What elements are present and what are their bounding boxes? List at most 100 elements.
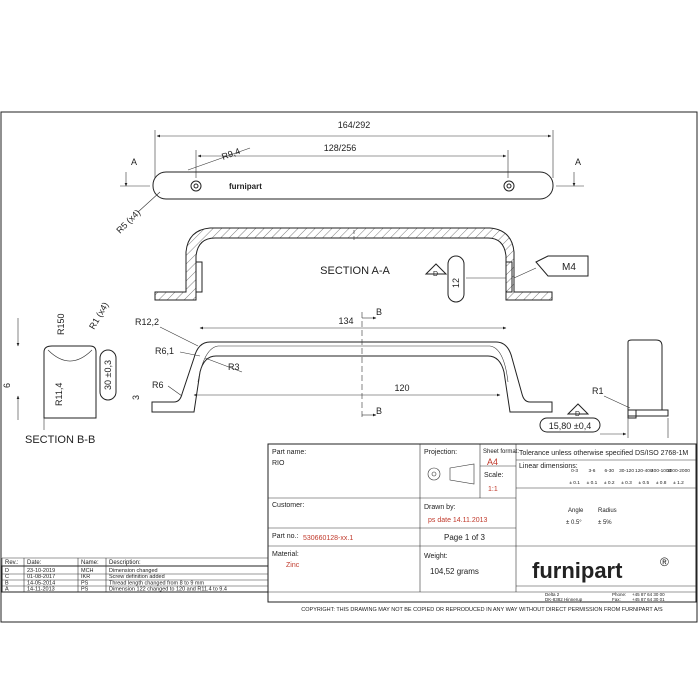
tolerance-value: ± 0.8 [656, 480, 667, 486]
radius-value: ± 5% [598, 520, 612, 526]
revision-cell: A [5, 587, 9, 593]
tolerance-range: 120-400 [635, 468, 653, 474]
revision-cell: Dimension 122 changed to 120 and R11.4 t… [109, 587, 227, 593]
tolerance-range: 400-1000 [651, 468, 672, 474]
dim-r150: R150 [56, 313, 66, 335]
linear-label: Linear dimensions: [519, 463, 578, 470]
dim-3: 3 [131, 395, 141, 400]
tolerance-value: ± 1.2 [673, 480, 684, 486]
revision-cell: 14-05-2014 [27, 580, 55, 586]
tolerance-value: ± 0.3 [621, 480, 632, 486]
revision-cell: B [5, 580, 9, 586]
section-mark-b-top: B [376, 307, 382, 317]
revision-cell: IKR [81, 574, 90, 580]
tolerance-range: 3-6 [588, 468, 595, 474]
copyright-notice: COPYRIGHT: THIS DRAWING MAY NOT BE COPIE… [301, 607, 663, 613]
tolerance-range: 1000-2000 [667, 468, 690, 474]
address-line2: DK-8382 Hinnerup [545, 597, 583, 602]
section-bb-view: R150 R1 (x4) R11,4 6 SECTION B-B [2, 300, 110, 446]
revision-header: Description: [109, 560, 141, 566]
weight-value: 104,52 grams [430, 567, 479, 576]
tolerance-range: 6-30 [604, 468, 614, 474]
section-aa-view: SECTION A-A D 12 M4 [154, 227, 589, 303]
revision-cell: Dimension changed [109, 568, 158, 574]
angle-value: ± 0.5° [566, 520, 582, 526]
dim-r1: R1 [592, 386, 604, 396]
dim-30: 30 ±0,3 [103, 360, 113, 390]
section-mark-a-right: A [575, 157, 581, 167]
tolerance-label: Tolerance unless otherwise specified DS/… [519, 450, 688, 457]
revision-header: Name: [81, 560, 99, 566]
projection-label: Projection: [424, 449, 457, 456]
dim-12: 12 [451, 278, 461, 288]
page-value: Page 1 of 3 [444, 533, 485, 542]
drawn-label: Drawn by: [424, 504, 456, 511]
drawn-value: ps date 14.11.2013 [428, 517, 488, 524]
dim-r6: R6 [152, 380, 164, 390]
dim-r5: R5 (x4) [114, 207, 142, 235]
revision-cell: 14-11-2013 [27, 587, 55, 593]
side-view: 30 ±0,3 134 120 R12,2 R6,1 R3 R6 3 B B [99, 307, 553, 418]
sheet-format-value: A4 [487, 457, 498, 467]
fax-label: Fax: [612, 597, 621, 602]
revision-cell: 01-08-2017 [27, 574, 55, 580]
tolerance-table: 0-3 ± 0.1 3-6 ± 0.1 6-30 ± 0.2 30-120 ± 0.3120-… [569, 468, 690, 486]
dim-m4: M4 [562, 262, 576, 273]
datum-d-aa: D [433, 271, 438, 278]
section-aa-label: SECTION A-A [320, 265, 390, 277]
svg-text:®: ® [660, 555, 669, 569]
tolerance-value: ± 0.1 [569, 480, 580, 486]
revision-cell: Thread length changed from 8 to 9 mm [109, 580, 204, 586]
revision-cell: D [5, 568, 9, 574]
dim-r1x4: R1 (x4) [87, 300, 110, 331]
tolerance-value: ± 0.2 [604, 480, 615, 486]
furnipart-logo: furnipart ® [532, 555, 669, 583]
part-name-value: RIO [272, 460, 285, 467]
title-block: Part name: RIO Projection: Sheet format:… [267, 443, 697, 603]
section-bb-label: SECTION B-B [25, 434, 95, 446]
revision-header: Date: [27, 560, 42, 566]
datum-d-end: D [575, 411, 580, 418]
projection-icon [427, 463, 475, 485]
end-view: R1 D 15,80 ±0,4 [539, 339, 669, 438]
dim-overall: 164/292 [338, 120, 371, 130]
customer-label: Customer: [272, 502, 304, 509]
material-label: Material: [272, 551, 299, 558]
phone-value: +45 87 64 30 00 [632, 592, 665, 597]
tolerance-value: ± 0.1 [587, 480, 598, 486]
tolerance-value: ± 0.5 [639, 480, 650, 486]
material-value: Zinc [286, 562, 300, 569]
revision-cell: Screw definition added [109, 574, 165, 580]
embossed-logo: furnipart [229, 182, 262, 191]
revision-cell: C [5, 574, 9, 580]
partno-value: 530660128-xx.1 [303, 535, 353, 542]
tolerance-range: 30-120 [619, 468, 634, 474]
top-view: 164/292 128/256 furnipart R9,4 R5 (x4) A… [114, 120, 584, 235]
dim-r94: R9,4 [220, 146, 241, 162]
revision-cell: 23-10-2019 [27, 568, 55, 574]
address-line1: Delta 2 [545, 592, 560, 597]
revision-header: Rev.: [5, 560, 19, 566]
tolerance-range: 0-3 [571, 468, 578, 474]
revision-table: Rev.: Date: Name: Description: D 23-10-2019 MC… [1, 557, 269, 593]
revision-cell: PS [81, 587, 89, 593]
part-name-label: Part name: [272, 449, 306, 456]
fax-value: +45 87 64 30 01 [632, 597, 665, 602]
dim-r122: R12,2 [135, 317, 159, 327]
weight-label: Weight: [424, 553, 448, 560]
phone-label: Phone: [612, 592, 626, 597]
revision-cell: MCH [81, 568, 94, 574]
dim-6: 6 [2, 383, 12, 388]
dim-r3: R3 [228, 362, 240, 372]
angle-label: Angle [568, 508, 584, 514]
radius-label: Radius [598, 508, 617, 514]
sheet-border [0, 111, 698, 623]
dim-r61: R6,1 [155, 346, 174, 356]
section-mark-b-bottom: B [376, 406, 382, 416]
partno-label: Part no.: [272, 533, 299, 540]
revision-cell: PS [81, 580, 89, 586]
dim-120: 120 [394, 383, 409, 393]
dim-1580: 15,80 ±0,4 [549, 421, 591, 431]
scale-value: 1:1 [488, 486, 498, 493]
